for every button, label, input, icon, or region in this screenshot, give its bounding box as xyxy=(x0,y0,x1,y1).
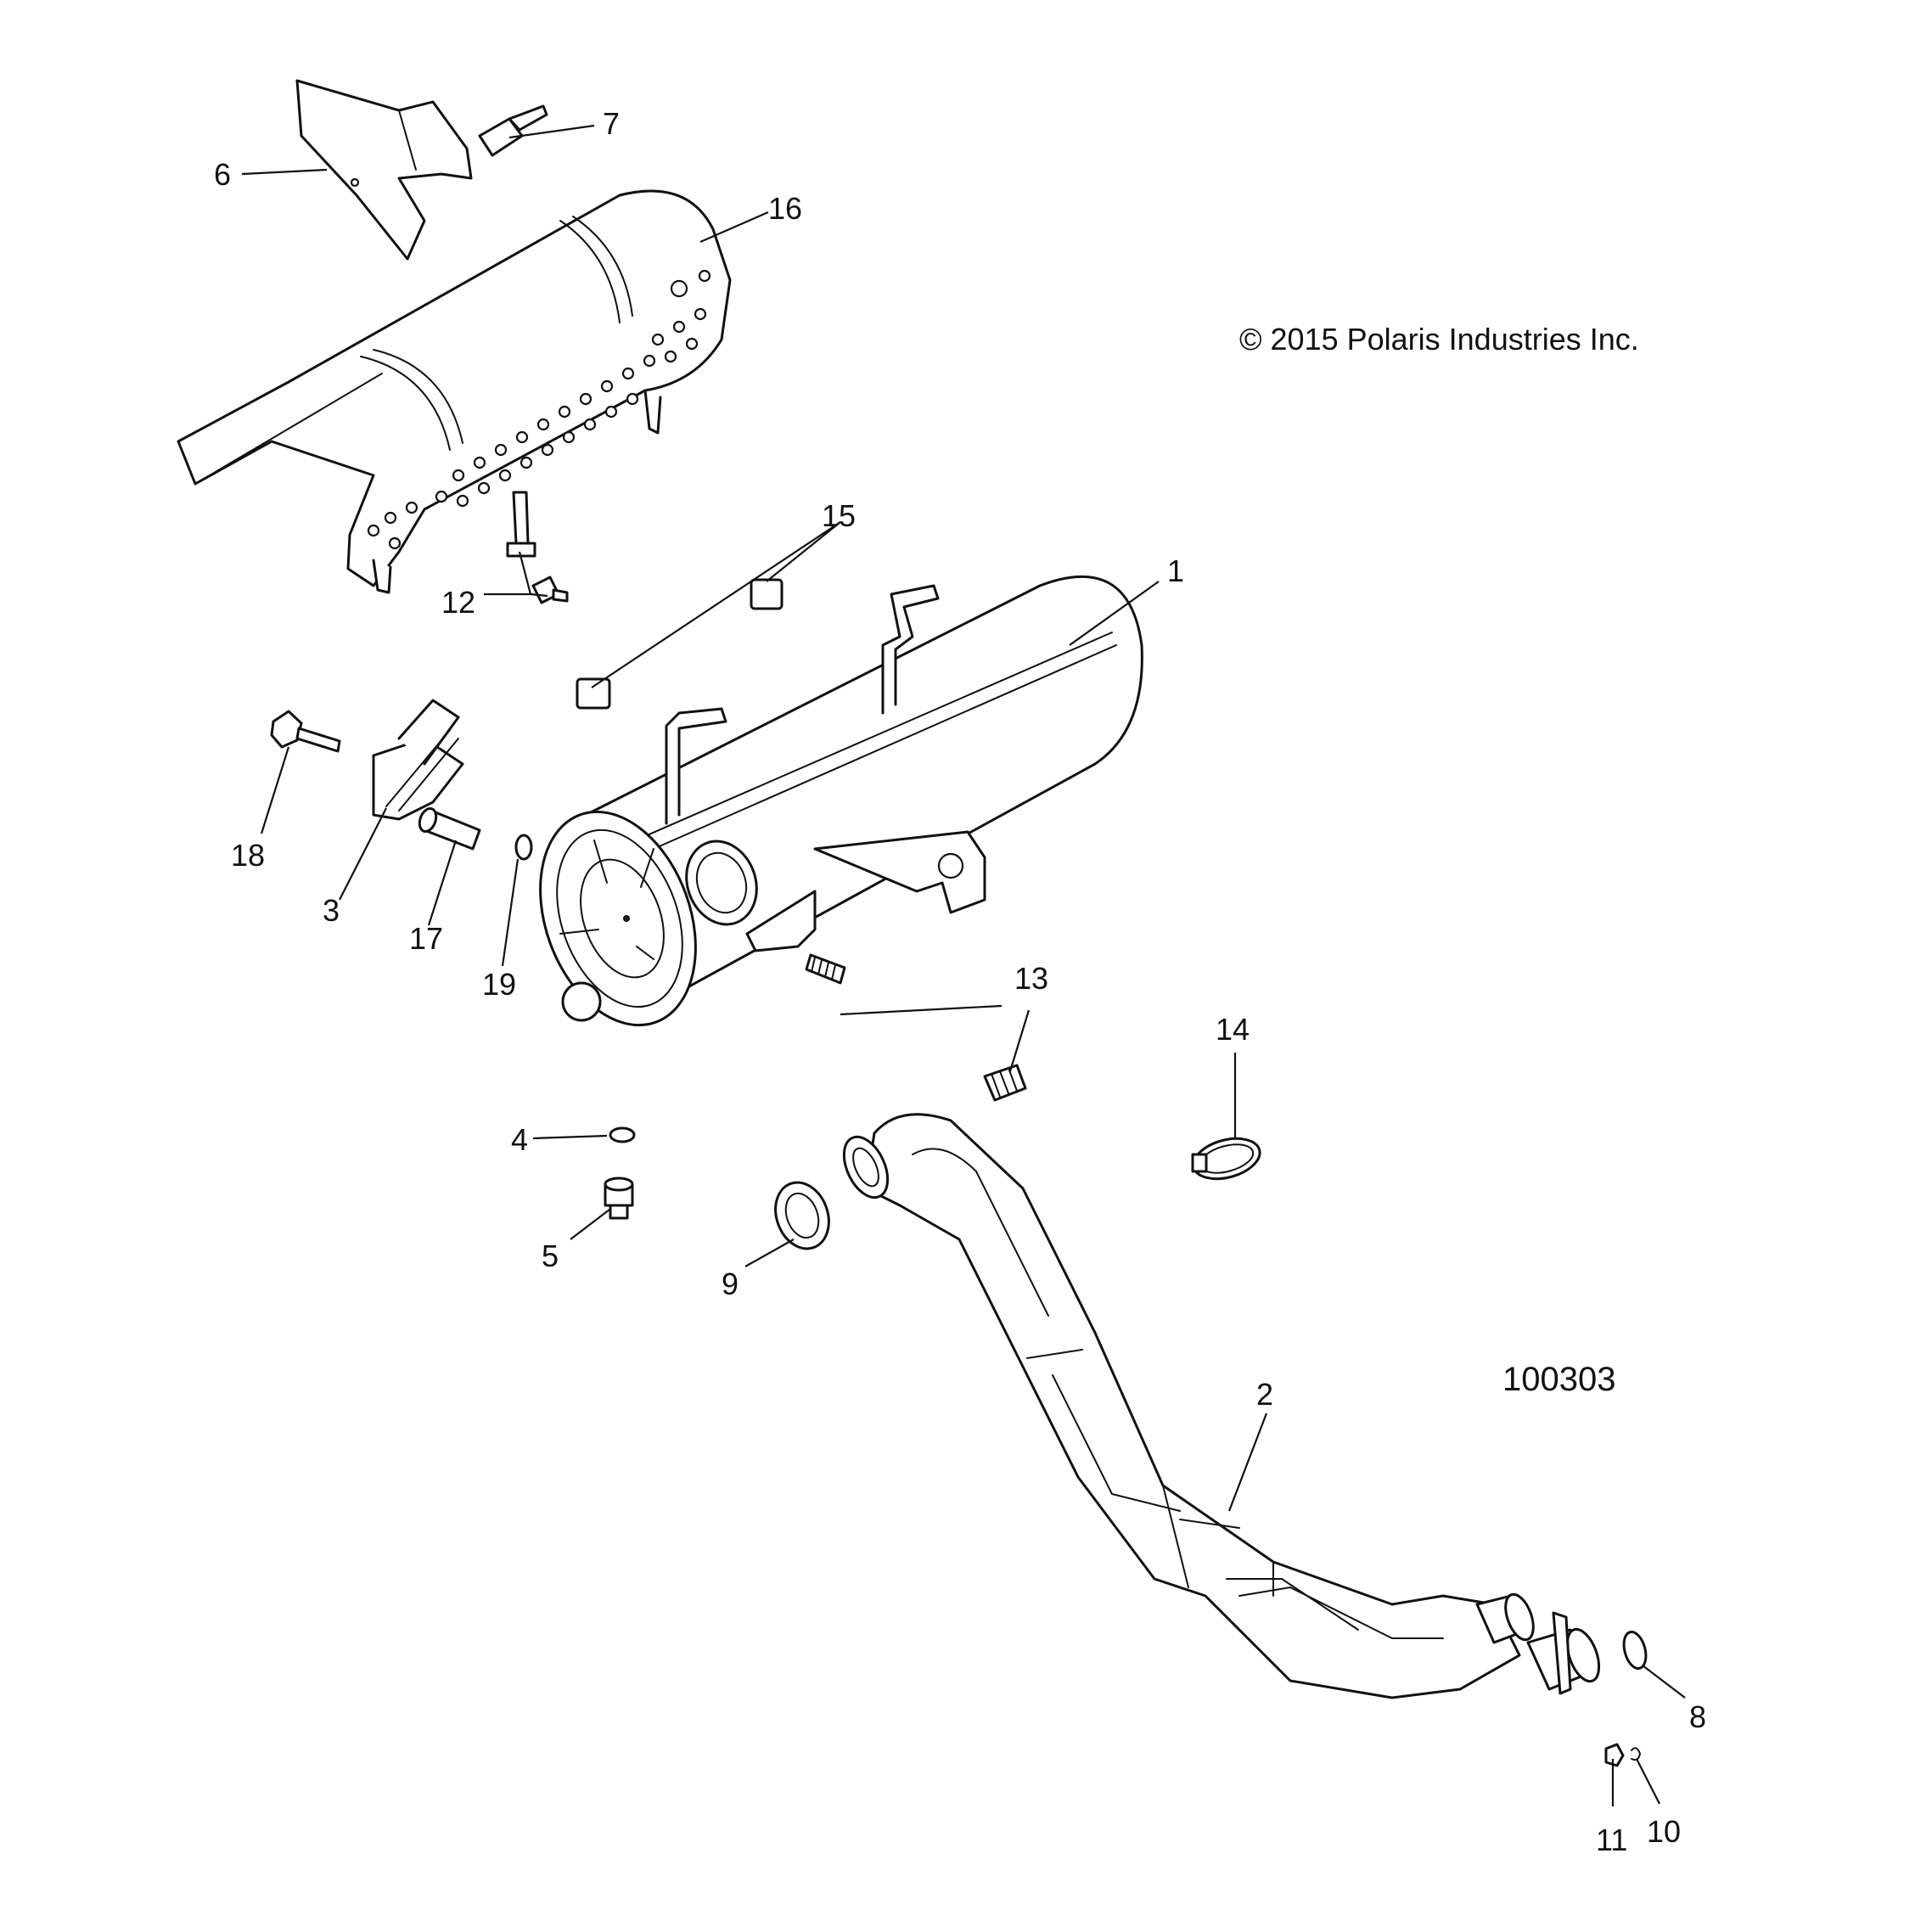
callout-16: 16 xyxy=(768,191,802,226)
spring-lower xyxy=(983,1064,1027,1102)
callout-12: 12 xyxy=(441,585,475,620)
callout-3: 3 xyxy=(323,893,340,928)
mounting-bracket xyxy=(372,699,464,821)
outlet-flange-lower xyxy=(1526,1611,1601,1695)
callout-7: 7 xyxy=(603,106,620,141)
callout-19: 19 xyxy=(482,967,516,1002)
head-pipe xyxy=(842,1113,1601,1699)
callout-10: 10 xyxy=(1647,1814,1681,1849)
hose-clamp xyxy=(1191,1137,1261,1181)
muffler xyxy=(539,575,1143,1027)
rivet xyxy=(478,104,548,157)
drain-plug xyxy=(604,1177,634,1220)
spring-upper xyxy=(805,953,846,985)
callout-9: 9 xyxy=(722,1266,739,1301)
washer xyxy=(514,834,533,861)
callout-14: 14 xyxy=(1216,1012,1250,1047)
clip-nut-left xyxy=(576,677,611,710)
clip-nut-right xyxy=(750,578,783,610)
spacer-tube xyxy=(418,806,481,851)
callout-18: 18 xyxy=(231,838,265,873)
muffler-port xyxy=(685,840,758,926)
copyright-notice: © 2015 Polaris Industries Inc. xyxy=(1239,322,1639,357)
callout-11: 11 xyxy=(1596,1822,1627,1857)
callout-6: 6 xyxy=(214,157,231,192)
callout-17: 17 xyxy=(409,921,443,956)
exhaust-gasket-ring xyxy=(1622,1631,1648,1670)
bolt-lower xyxy=(531,576,569,604)
heat-shield-vent-holes xyxy=(367,269,711,550)
heat-shield-bracket xyxy=(295,79,473,261)
callout-13: 13 xyxy=(1014,961,1048,996)
drain-gasket xyxy=(609,1126,636,1143)
bolt-upper xyxy=(506,491,536,558)
exhaust-seal xyxy=(774,1181,830,1250)
diagram-number: 100303 xyxy=(1502,1361,1615,1398)
flange-bolt xyxy=(270,710,341,753)
leader-lines xyxy=(241,124,1686,1806)
callout-5: 5 xyxy=(542,1238,559,1273)
retaining-clip xyxy=(1631,1747,1642,1761)
nut xyxy=(1604,1743,1625,1767)
callout-4: 4 xyxy=(511,1122,528,1157)
callout-1: 1 xyxy=(1167,553,1184,588)
outlet-flange-upper xyxy=(1475,1592,1535,1644)
callout-2: 2 xyxy=(1256,1377,1273,1412)
callout-8: 8 xyxy=(1689,1699,1706,1734)
heat-shield xyxy=(177,189,732,594)
callout-15: 15 xyxy=(822,498,856,533)
